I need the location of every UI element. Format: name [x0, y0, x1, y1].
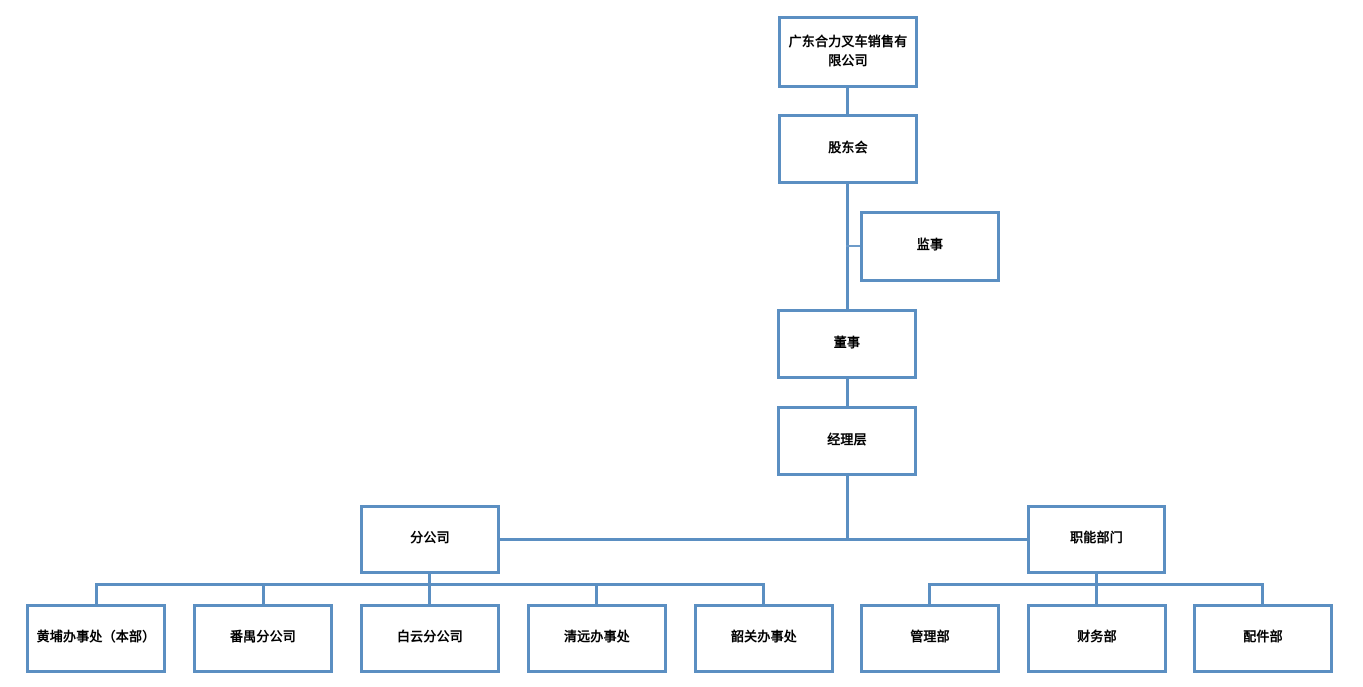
node-director[interactable]: 董事	[777, 309, 917, 379]
connector-drop-qingyuan	[595, 583, 598, 604]
node-shareholders-label: 股东会	[828, 140, 868, 156]
connector-functional-drop	[1095, 574, 1098, 585]
connector-drop-shaoguan	[762, 583, 765, 604]
node-director-label: 董事	[833, 335, 861, 351]
node-branch-child-baiyun[interactable]: 白云分公司	[360, 604, 500, 673]
node-functional-child-guanli[interactable]: 管理部	[860, 604, 1000, 673]
connector-branches-drop	[428, 574, 431, 585]
connector-director-to-management	[846, 379, 849, 406]
node-functional[interactable]: 职能部门	[1027, 505, 1166, 574]
connector-company-to-shareholders	[846, 88, 849, 114]
connector-management-to-bus	[846, 476, 849, 541]
connector-drop-baiyun	[428, 583, 431, 604]
connector-drop-panyu	[262, 583, 265, 604]
node-branch-child-qingyuan[interactable]: 清远办事处	[527, 604, 667, 673]
connector-drop-caiwu	[1095, 583, 1098, 604]
node-functional-child-caiwu-label: 财务部	[1077, 630, 1117, 646]
node-branch-child-baiyun-label: 白云分公司	[396, 630, 463, 646]
node-functional-label: 职能部门	[1070, 531, 1123, 547]
node-functional-child-peijian[interactable]: 配件部	[1193, 604, 1333, 673]
node-branch-child-shaoguan[interactable]: 韶关办事处	[694, 604, 834, 673]
node-functional-child-guanli-label: 管理部	[910, 630, 950, 646]
node-branches-label: 分公司	[410, 531, 450, 547]
node-supervisor[interactable]: 监事	[860, 211, 1000, 282]
node-supervisor-label: 监事	[916, 238, 944, 254]
node-company-label: 广东合力叉车销售有限公司	[788, 34, 908, 70]
connector-drop-huangpu	[95, 583, 98, 604]
node-management[interactable]: 经理层	[777, 406, 917, 476]
node-branches[interactable]: 分公司	[360, 505, 500, 574]
node-functional-child-caiwu[interactable]: 财务部	[1027, 604, 1167, 673]
node-company[interactable]: 广东合力叉车销售有限公司	[778, 16, 918, 88]
node-branch-child-qingyuan-label: 清远办事处	[563, 630, 630, 646]
node-branch-child-huangpu[interactable]: 黄埔办事处（本部）	[26, 604, 166, 673]
node-management-label: 经理层	[827, 432, 867, 448]
node-branch-child-huangpu-label: 黄埔办事处（本部）	[36, 630, 156, 646]
connector-branch-level-bus	[500, 538, 1032, 541]
connector-drop-guanli	[928, 583, 931, 604]
node-branch-child-panyu[interactable]: 番禺分公司	[193, 604, 333, 673]
connector-trunk-to-supervisor	[846, 245, 862, 247]
node-branch-child-panyu-label: 番禺分公司	[229, 630, 296, 646]
node-branch-child-shaoguan-label: 韶关办事处	[730, 630, 797, 646]
node-shareholders[interactable]: 股东会	[778, 114, 918, 184]
node-functional-child-peijian-label: 配件部	[1243, 630, 1283, 646]
connector-drop-peijian	[1261, 583, 1264, 604]
